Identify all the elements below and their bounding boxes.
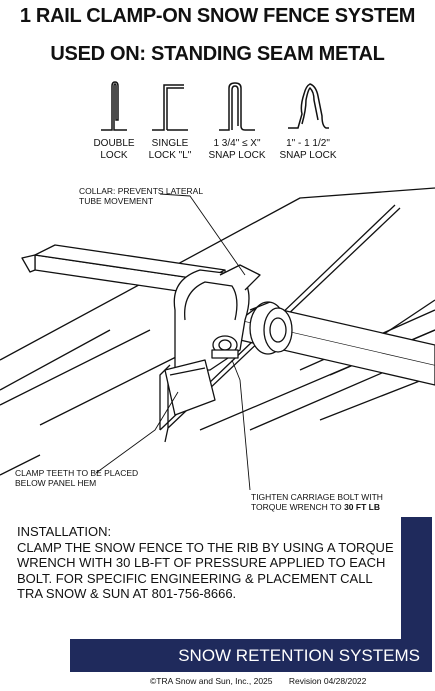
page-subtitle: USED ON: STANDING SEAM METAL (50, 43, 385, 65)
banner-side-block (401, 517, 432, 639)
revision: Revision 04/28/2022 (288, 676, 367, 686)
profile-snap-lock-short: 1" - 1 1/2"SNAP LOCK (268, 80, 348, 162)
banner-text: SNOW RETENTION SYSTEMS (178, 646, 420, 665)
banner-band (70, 639, 432, 672)
profile-snap-lock-tall: 1 3/4" ≤ X"SNAP LOCK (197, 80, 277, 162)
installation-body: CLAMP THE SNOW FENCE TO THE RIB BY USING… (17, 539, 394, 602)
footer: ©TRA Snow and Sun, Inc., 2025 Revision 0… (150, 676, 380, 686)
collar (249, 301, 293, 355)
clamp-illustration (0, 187, 435, 491)
callout-leaders (95, 193, 251, 491)
carriage-bolt-callout: TIGHTEN CARRIAGE BOLT WITH TORQUE WRENCH… (251, 492, 383, 512)
carriage-bolt (211, 335, 239, 359)
double-lock-profile-icon (101, 81, 127, 131)
profile-label: 1" - 1 1/2"SNAP LOCK (279, 138, 337, 161)
profile-label: 1 3/4" ≤ X"SNAP LOCK (208, 138, 266, 161)
installation-heading: INSTALLATION: (17, 524, 112, 539)
single-lock-profile-icon (152, 84, 188, 131)
page-title: 1 RAIL CLAMP-ON SNOW FENCE SYSTEM (19, 5, 416, 27)
copyright: ©TRA Snow and Sun, Inc., 2025 (150, 676, 273, 686)
snap-lock-short-profile-icon (288, 83, 329, 129)
installation-section: INSTALLATION: CLAMP THE SNOW FENCE TO TH… (17, 524, 397, 602)
snap-lock-tall-profile-icon (219, 82, 255, 131)
